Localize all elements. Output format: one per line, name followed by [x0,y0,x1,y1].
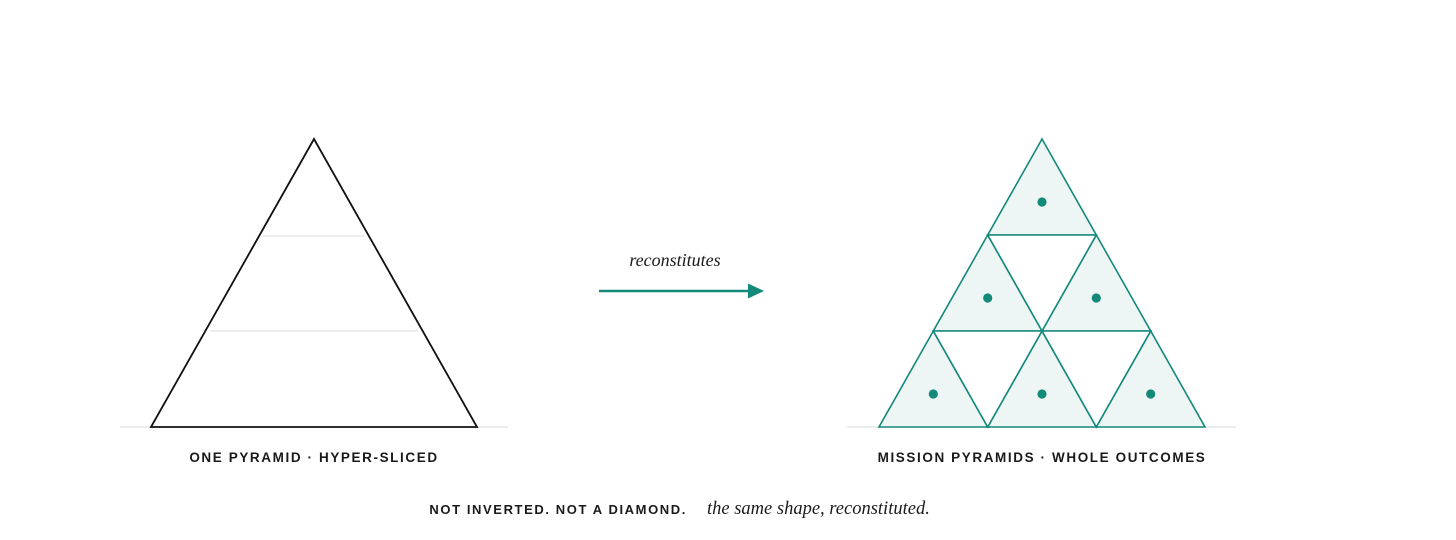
right-caption: MISSION PYRAMIDS · WHOLE OUTCOMES [878,450,1207,465]
left-caption: ONE PYRAMID · HYPER-SLICED [189,450,438,465]
footer-caps: NOT INVERTED. NOT A DIAMOND. [429,502,687,517]
gap-triangle-bottom-left [931,330,1044,429]
gap-triangle-bottom-right [1040,330,1153,429]
arrow-head-icon [748,283,764,299]
outcome-dot-bottom-right [1146,389,1156,399]
outcome-dot-top [1037,197,1047,207]
transition-label: reconstitutes [629,250,720,270]
gap-triangle-middle [986,234,1098,333]
footer-group: NOT INVERTED. NOT A DIAMOND. the same sh… [429,499,929,519]
left-pyramid-outline [149,137,479,428]
right-pyramid-group: MISSION PYRAMIDS · WHOLE OUTCOMES [847,137,1236,465]
outcome-dot-middle-left [983,293,993,303]
footer-italic: the same shape, reconstituted. [707,499,930,519]
outcome-dot-bottom-center [1037,389,1047,399]
mission-triangle-top [986,137,1098,236]
outcome-dot-middle-right [1091,293,1101,303]
transition-group: reconstitutes [599,250,764,299]
left-pyramid-group: ONE PYRAMID · HYPER-SLICED [120,137,508,465]
outcome-dot-bottom-left [928,389,938,399]
